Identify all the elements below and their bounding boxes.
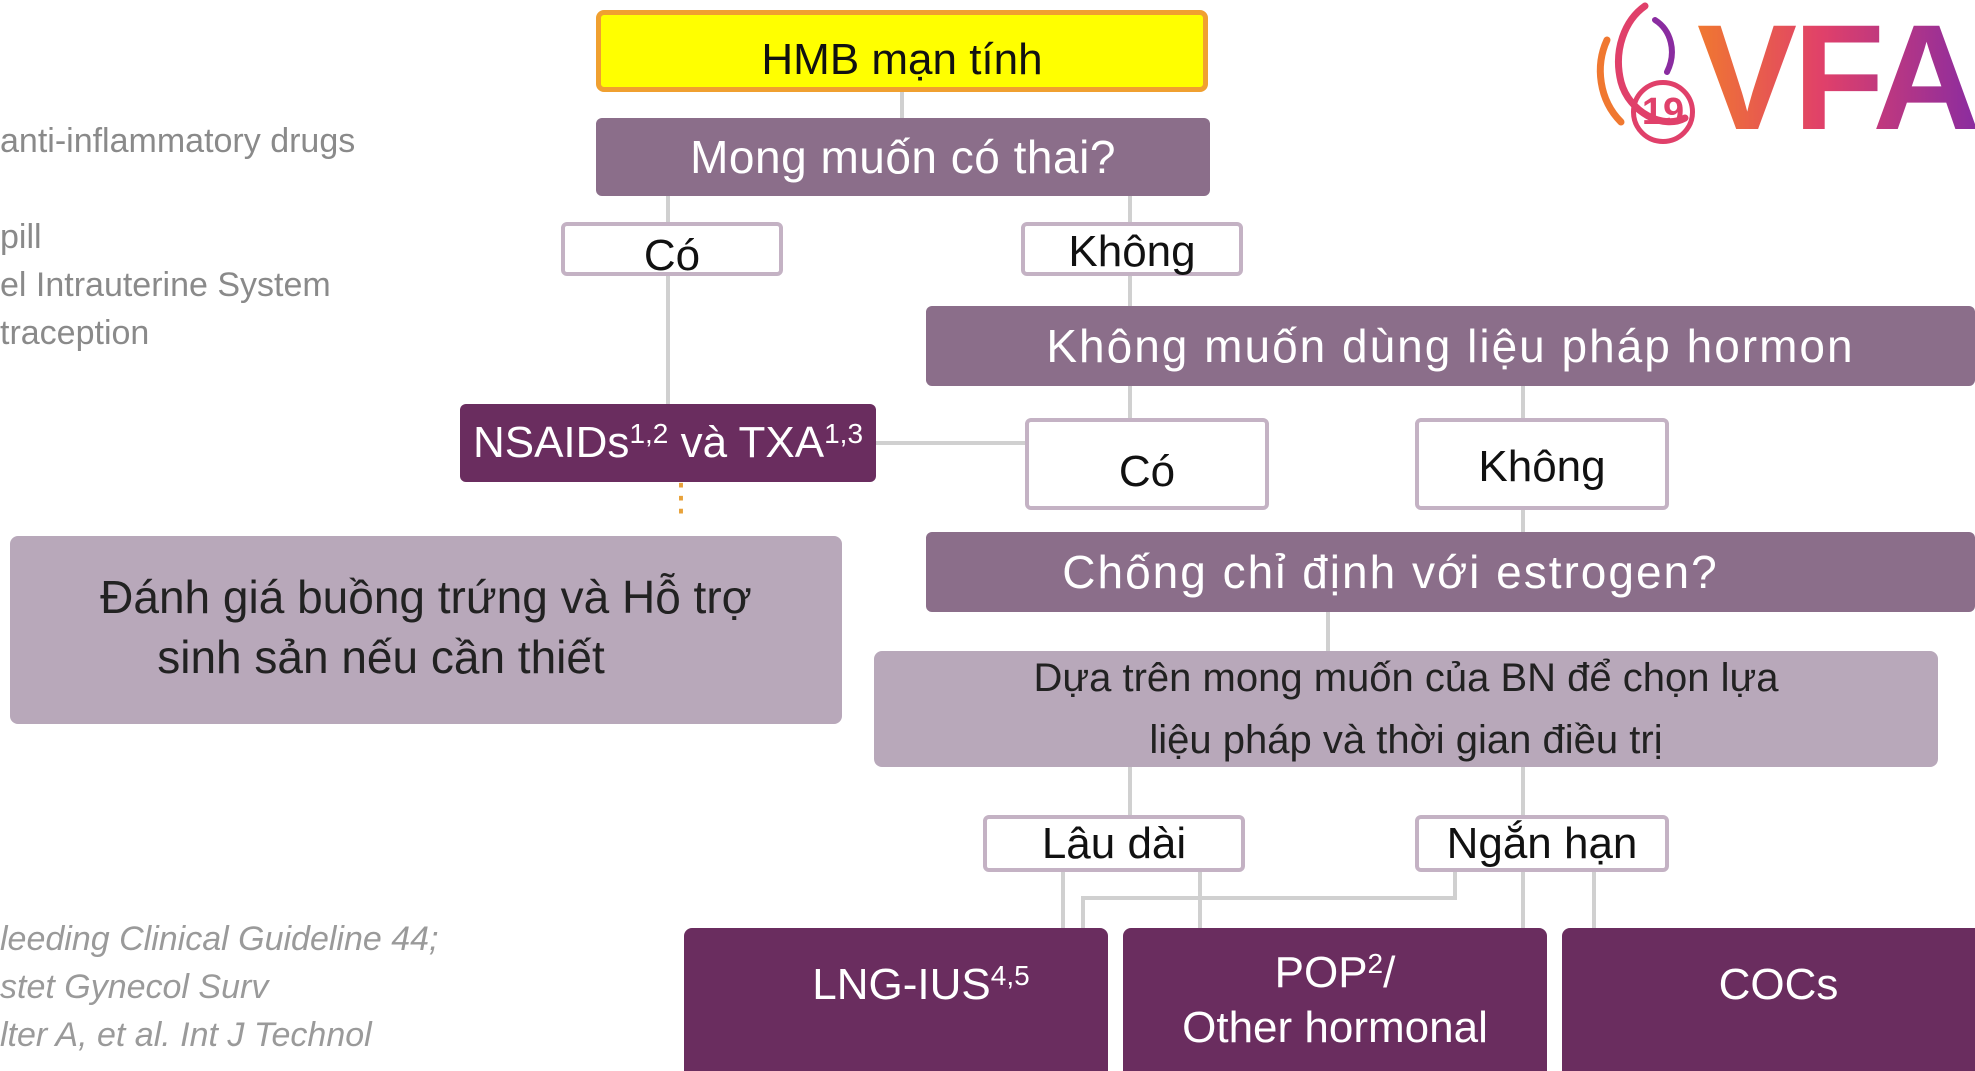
side-text-line: el Intrauterine System <box>0 266 331 304</box>
ovarian-assessment-line: Đánh giá buồng trứng và Hỗ trợ <box>100 571 752 624</box>
treatment-nsaids-txa: NSAIDs1,2 và TXA1,3 <box>460 404 876 482</box>
option-label: Không <box>1478 442 1606 491</box>
reference-line: lter A, et al. Int J Technol <box>0 1016 372 1054</box>
side-text-line: traception <box>0 314 150 352</box>
pop-label: POP2/ Other hormonal <box>1182 945 1488 1055</box>
option-label: Có <box>1118 447 1176 496</box>
cocs-label: COCs <box>1718 959 1839 1009</box>
pop-line: POP2/ <box>1182 945 1488 1000</box>
treatment-pop-other-hormonal: POP2/ Other hormonal <box>1123 928 1547 1071</box>
option-hormone-no: Không <box>1415 418 1669 510</box>
nsaids-reference: 1,2 <box>629 418 669 449</box>
ovarian-assessment-line: sinh sản nếu cần thiết <box>157 631 605 683</box>
conjunction: và <box>680 418 728 467</box>
option-pregnancy-yes: Có <box>561 222 783 280</box>
reference-line: leeding Clinical Guideline 44; <box>0 920 439 958</box>
option-label: Lâu dài <box>1041 818 1187 868</box>
question-hormone-label: Không muốn dùng liệu pháp hormon <box>1046 320 1855 372</box>
lng-ius-name: LNG-IUS <box>812 959 991 1009</box>
pop-line: Other hormonal <box>1182 1002 1488 1052</box>
option-label: Ngắn hạn <box>1446 818 1638 868</box>
treatment-lng-ius: LNG-IUS4,5 <box>684 928 1108 1071</box>
root-node-hmb: HMB mạn tính <box>596 10 1208 92</box>
patient-preference-line: Dựa trên mong muốn của BN để chọn lựa <box>1033 656 1779 700</box>
txa-reference: 1,3 <box>824 418 864 449</box>
patient-preference-line: liệu pháp và thời gian điều trị <box>1149 718 1663 762</box>
option-label: Không <box>1068 227 1196 276</box>
question-estrogen-label: Chống chỉ định với estrogen? <box>1062 546 1719 598</box>
lng-ius-reference: 4,5 <box>990 959 1030 991</box>
pop-reference: 2 <box>1367 947 1384 979</box>
option-pregnancy-no: Không <box>1021 222 1243 276</box>
nsaids-txa-label: NSAIDs1,2 và TXA1,3 <box>473 418 863 468</box>
side-text-line: anti-inflammatory drugs <box>0 122 356 160</box>
option-short-term: Ngắn hạn <box>1415 815 1669 872</box>
txa-name: TXA <box>738 418 825 467</box>
option-label: Có <box>643 231 701 280</box>
lng-ius-label: LNG-IUS4,5 <box>812 960 1029 1010</box>
patient-preference-text: Dựa trên mong muốn của BN để chọn lựa li… <box>1033 647 1778 771</box>
question-pregnancy-label: Mong muốn có thai? <box>690 131 1116 183</box>
logo-badge-text: 19 <box>1641 90 1685 133</box>
pop-name: POP <box>1274 947 1368 997</box>
ovarian-assessment-box: Đánh giá buồng trứng và Hỗ trợ sinh sản … <box>10 536 842 724</box>
vfa-logo: 19 VFA <box>1585 0 1975 150</box>
ellipsis-dots: ⋮ <box>662 477 700 519</box>
option-hormone-yes: Có <box>1025 418 1269 510</box>
side-text-line: pill <box>0 218 42 256</box>
patient-preference-box: Dựa trên mong muốn của BN để chọn lựa li… <box>874 651 1938 767</box>
question-estrogen-contraindication: Chống chỉ định với estrogen? <box>926 532 1975 612</box>
question-pregnancy: Mong muốn có thai? <box>596 118 1210 196</box>
logo-badge: 19 <box>1631 80 1695 144</box>
question-hormone-therapy: Không muốn dùng liệu pháp hormon <box>926 306 1975 386</box>
option-long-term: Lâu dài <box>983 815 1245 872</box>
pop-suffix: / <box>1383 947 1396 997</box>
reference-line: stet Gynecol Surv <box>0 968 269 1006</box>
root-node-label: HMB mạn tính <box>761 35 1043 84</box>
ovarian-assessment-text: Đánh giá buồng trứng và Hỗ trợ sinh sản … <box>100 568 752 688</box>
nsaids-name: NSAIDs <box>472 418 630 467</box>
logo-text: VFA <box>1697 0 1975 150</box>
treatment-cocs: COCs <box>1562 928 1975 1071</box>
